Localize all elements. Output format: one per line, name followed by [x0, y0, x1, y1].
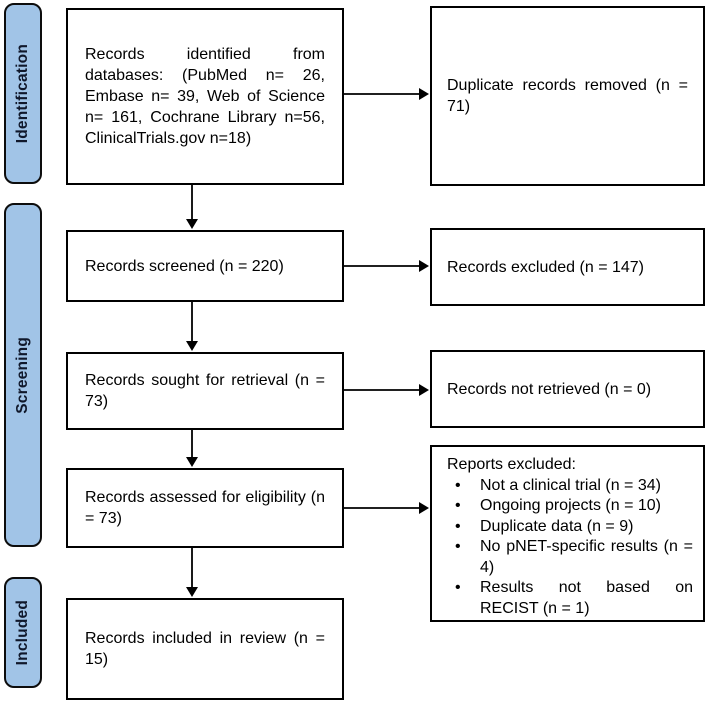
stage-screening: Screening [4, 203, 42, 547]
list-item: Results not based on RECIST (n = 1) [447, 578, 693, 619]
stage-included: Included [4, 577, 42, 688]
list-item-text: Duplicate data (n = 9) [480, 517, 634, 535]
stage-included-label: Included [14, 599, 31, 666]
box-records-screened-text: Records screened (n = 220) [85, 257, 284, 275]
arrow-screened-to-excluded [344, 260, 429, 272]
box-records-identified: Records identified from databases: (PubM… [66, 8, 344, 185]
stage-screening-label: Screening [14, 336, 31, 414]
stage-identification-label: Identification [14, 43, 31, 144]
box-records-assessed: Records assessed for eligibility (n = 73… [66, 468, 344, 548]
arrow-identified-to-duplicates [344, 88, 429, 100]
list-item-text: Results not based on RECIST (n = 1) [480, 579, 693, 617]
box-records-not-retrieved: Records not retrieved (n = 0) [430, 350, 705, 428]
box-records-included-text: Records included in review (n = 15) [85, 630, 325, 668]
list-item: Duplicate data (n = 9) [447, 517, 693, 538]
list-item: Not a clinical trial (n = 34) [447, 476, 693, 497]
box-reports-excluded-title: Reports excluded: [447, 456, 576, 473]
arrow-screened-to-sought [186, 302, 198, 351]
arrow-identified-to-screened [186, 185, 198, 229]
box-records-screened: Records screened (n = 220) [66, 230, 344, 302]
list-item-text: Ongoing projects (n = 10) [480, 497, 661, 514]
box-records-included: Records included in review (n = 15) [66, 598, 344, 700]
list-item-text: No pNET-specific results (n = 4) [480, 538, 693, 576]
arrow-sought-to-not-retrieved [344, 384, 429, 396]
box-reports-excluded: Reports excluded: Not a clinical trial (… [430, 445, 705, 622]
box-records-identified-text: Records identified from databases: (PubM… [85, 46, 325, 147]
box-records-excluded-text: Records excluded (n = 147) [447, 258, 644, 276]
box-duplicates-removed-text: Duplicate records removed (n = 71) [447, 77, 688, 115]
box-duplicates-removed: Duplicate records removed (n = 71) [430, 6, 705, 186]
arrow-assessed-to-included [186, 548, 198, 597]
box-records-assessed-text: Records assessed for eligibility (n = 73… [85, 489, 325, 527]
box-records-sought-text: Records sought for retrieval (n = 73) [85, 372, 325, 410]
list-item-text: Not a clinical trial (n = 34) [480, 476, 661, 494]
arrow-sought-to-assessed [186, 430, 198, 467]
box-records-not-retrieved-text: Records not retrieved (n = 0) [447, 380, 652, 398]
list-item: No pNET-specific results (n = 4) [447, 537, 693, 578]
arrow-assessed-to-reports-excluded [344, 502, 429, 514]
box-records-sought: Records sought for retrieval (n = 73) [66, 352, 344, 430]
list-item: Ongoing projects (n = 10) [447, 496, 693, 517]
stage-identification: Identification [4, 3, 42, 184]
box-records-excluded: Records excluded (n = 147) [430, 228, 705, 306]
reports-excluded-list: Not a clinical trial (n = 34) Ongoing pr… [447, 476, 693, 620]
